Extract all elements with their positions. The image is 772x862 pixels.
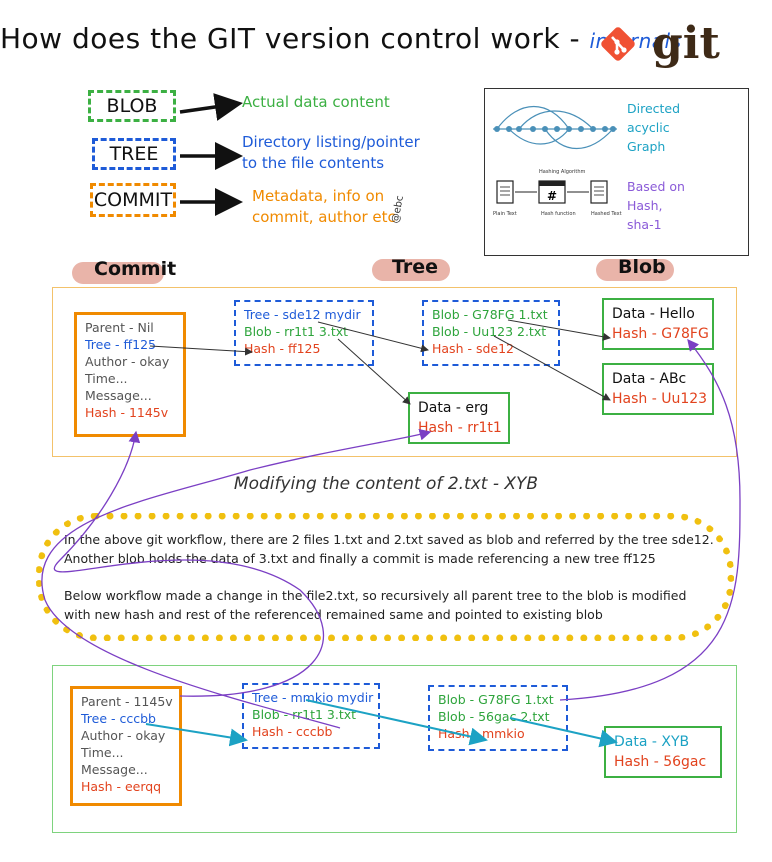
tree-header-pill	[372, 259, 450, 281]
legend-arrows	[179, 93, 243, 216]
blob-header: Blob	[618, 256, 666, 278]
tree-header: Tree	[392, 256, 439, 278]
tree-entry-blob-2: Blob - Uu123 2.txt	[432, 324, 547, 339]
hashing-title: Hashing Algorithm	[539, 169, 586, 175]
dag-graph-illustration	[493, 106, 617, 150]
page-title: How does the GIT version control work - …	[0, 22, 772, 55]
tree-entry-blob-1: Blob - G78FG 1.txt	[438, 692, 554, 707]
arrow-right-icon	[179, 93, 243, 121]
document-icon	[496, 180, 514, 204]
tree-entry-blob: Blob - rr1t1 3.txt	[252, 707, 357, 722]
note-paragraph-1: In the above git workflow, there are 2 f…	[64, 532, 714, 566]
hashing-illustration: #	[496, 180, 608, 204]
svg-text:#: #	[547, 189, 557, 203]
tree-hash: Hash - cccbb	[252, 724, 333, 739]
dag-caption-top: Directed acyclic Graph	[627, 101, 681, 154]
hashed-text-label: Hashed Text	[591, 211, 622, 217]
top-blob-abc-node: Data - ABc Hash - Uu123	[602, 363, 714, 415]
git-wordmark: git	[652, 18, 720, 69]
blob-hash: Hash - rr1t1	[418, 420, 502, 436]
top-tree-ff125-node: Tree - sde12 mydir Blob - rr1t1 3.txt Ha…	[234, 300, 374, 366]
title-main: How does the GIT version control work -	[0, 22, 581, 55]
commit-header: Commit	[94, 258, 177, 280]
legend-blob-label: BLOB	[106, 95, 158, 117]
tree-entry-blob: Blob - rr1t1 3.txt	[244, 324, 349, 339]
commit-parent: Parent - Nil	[85, 320, 154, 335]
tree-hash: Hash - sde12	[432, 341, 514, 356]
top-tree-sde12-node: Blob - G78FG 1.txt Blob - Uu123 2.txt Ha…	[422, 300, 560, 366]
legend-blob-desc: Actual data content	[242, 93, 390, 111]
hash-function-label: Hash function	[541, 211, 576, 217]
tree-entry-tree: Tree - sde12 mydir	[244, 307, 361, 322]
commit-header-pill	[72, 262, 164, 284]
blob-data: Data - Hello	[612, 306, 695, 322]
commit-time: Time...	[85, 371, 128, 386]
legend-commit-label: COMMIT	[93, 189, 173, 211]
commit-author: Author - okay	[85, 354, 170, 369]
bottom-tree-cccbb-node: Tree - mmkio mydir Blob - rr1t1 3.txt Ha…	[242, 683, 380, 749]
commit-time: Time...	[81, 745, 124, 760]
tree-entry-tree: Tree - mmkio mydir	[252, 690, 374, 705]
hash-function-icon: #	[538, 180, 566, 204]
blob-header-pill	[596, 259, 674, 281]
commit-hash: Hash - eerqq	[81, 779, 162, 794]
blob-data: Data - XYB	[614, 734, 690, 750]
blob-hash: Hash - 56gac	[614, 754, 707, 770]
top-blob-erg-node: Data - erg Hash - rr1t1	[408, 392, 510, 444]
dag-illustration-panel: Directed acyclic Graph Hashing Algorithm…	[484, 88, 749, 256]
tree-hash: Hash - mmkio	[438, 726, 525, 741]
tree-hash: Hash - ff125	[244, 341, 321, 356]
modify-title: Modifying the content of 2.txt - XYB	[233, 474, 539, 494]
tree-entry-blob-1: Blob - G78FG 1.txt	[432, 307, 548, 322]
note-paragraph-2: Below workflow made a change in the file…	[64, 588, 687, 622]
blob-hash: Hash - G78FG	[612, 326, 709, 342]
top-commit-node: Parent - Nil Tree - ff125 Author - okay …	[74, 312, 186, 437]
commit-message: Message...	[85, 388, 152, 403]
bottom-commit-node: Parent - 1145v Tree - cccbb Author - oka…	[70, 686, 182, 806]
commit-hash: Hash - 1145v	[85, 405, 169, 420]
bottom-tree-mmkio-node: Blob - G78FG 1.txt Blob - 56gac 2.txt Ha…	[428, 685, 568, 751]
blob-hash: Hash - Uu123	[612, 391, 708, 407]
legend-tree-label: TREE	[109, 143, 159, 165]
tree-entry-blob-2: Blob - 56gac 2.txt	[438, 709, 550, 724]
legend-tree-box: TREE	[92, 138, 176, 170]
commit-tree: Tree - cccbb	[81, 711, 156, 726]
commit-tree: Tree - ff125	[85, 337, 156, 352]
commit-parent: Parent - 1145v	[81, 694, 173, 709]
legend-blob-box: BLOB	[88, 90, 176, 122]
plain-text-label: Plain Text	[493, 211, 517, 217]
document-icon	[590, 180, 608, 204]
blob-data: Data - erg	[418, 400, 489, 416]
commit-author: Author - okay	[81, 728, 166, 743]
legend-tree-desc: Directory listing/pointer to the file co…	[242, 133, 420, 172]
legend-commit-box: COMMIT	[90, 183, 176, 217]
commit-message: Message...	[81, 762, 148, 777]
bottom-blob-xyb-node: Data - XYB Hash - 56gac	[604, 726, 722, 778]
top-blob-hello-node: Data - Hello Hash - G78FG	[602, 298, 714, 350]
blob-data: Data - ABc	[612, 371, 687, 387]
dag-caption-bottom: Based on Hash, sha-1	[627, 179, 685, 232]
legend-commit-desc: Metadata, info on commit, author etc	[252, 187, 396, 226]
git-logo-icon	[601, 27, 635, 61]
